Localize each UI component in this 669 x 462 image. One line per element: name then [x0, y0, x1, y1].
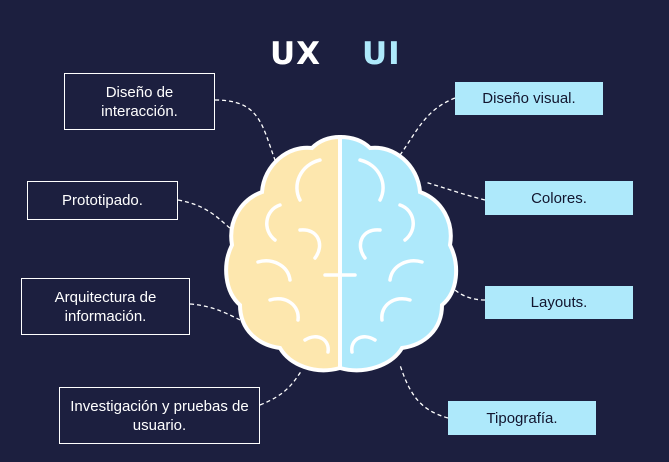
connector-typography — [399, 364, 449, 419]
brain-folds — [256, 158, 424, 354]
connector-visual-design — [399, 97, 456, 156]
ui-title: UI — [362, 36, 401, 72]
brain-left-hemisphere — [224, 134, 342, 373]
ux-item-prototyping: Prototipado. — [27, 181, 178, 220]
ux-item-user-research: Investigación y pruebas de usuario. — [59, 387, 260, 444]
ui-item-label: Colores. — [531, 189, 587, 207]
connector-colors — [424, 181, 486, 201]
ux-item-label: Diseño de interacción. — [101, 83, 178, 120]
ux-item-label: Arquitectura de información. — [54, 288, 157, 325]
ui-item-label: Layouts. — [530, 294, 588, 311]
ui-item-label: Tipografía. — [486, 409, 558, 427]
ui-item-typography: Tipografía. — [448, 401, 596, 435]
connector-research — [259, 369, 303, 406]
ux-item-information-architecture: Arquitectura de información. — [21, 278, 190, 335]
ui-item-colors: Colores. — [485, 181, 633, 215]
ux-item-interaction-design: Diseño de interacción. — [64, 73, 215, 130]
ux-item-label: Investigación y pruebas de usuario. — [70, 397, 249, 434]
ui-item-layouts: Layouts. — [485, 286, 633, 319]
ux-title: UX — [270, 36, 322, 72]
ui-item-label: Diseño visual. — [482, 90, 576, 107]
brain-right-hemisphere — [338, 134, 459, 373]
ui-item-visual-design: Diseño visual. — [455, 82, 603, 115]
ux-item-label: Prototipado. — [62, 192, 143, 209]
connector-prototyping — [177, 199, 233, 231]
